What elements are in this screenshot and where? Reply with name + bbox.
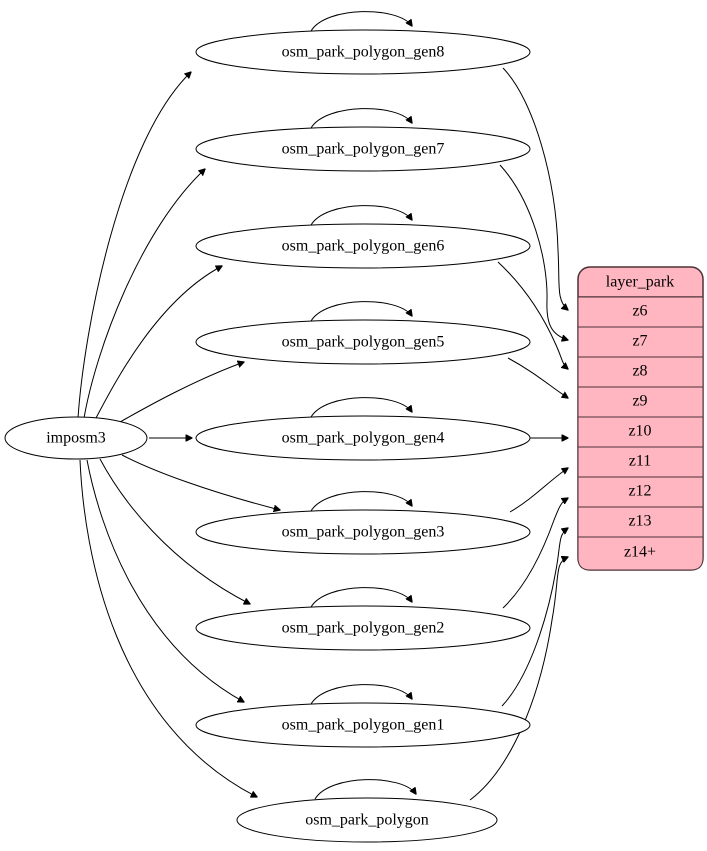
node-osm_park_polygon_gen5[interactable]: osm_park_polygon_gen5	[195, 301, 531, 365]
table-row-z13-label: z13	[628, 513, 651, 530]
edge-imposm3-to-osm-park-polygon	[79, 459, 257, 797]
table-row-z14plus-cell[interactable]	[577, 536, 704, 571]
self-loop-osm_park_polygon	[314, 779, 416, 800]
table-row-z9-cell[interactable]	[577, 386, 704, 418]
edge-imposm3-to-gen3	[121, 454, 280, 510]
label-osm_park_polygon_gen3: osm_park_polygon_gen3	[282, 524, 445, 541]
table-header-label: layer_park	[606, 274, 674, 291]
edge-imposm3-to-gen2	[99, 458, 250, 604]
edges-to-layer-park	[469, 67, 568, 801]
table-row-z6-label: z6	[632, 303, 647, 320]
table-row-z7-label: z7	[632, 333, 647, 350]
ellipse-osm_park_polygon[interactable]	[236, 797, 498, 843]
table-row-z13[interactable]: z13	[577, 506, 704, 538]
table-row-z10[interactable]: z10	[577, 416, 704, 448]
table-row-z6-cell[interactable]	[577, 296, 704, 328]
node-osm_park_polygon[interactable]: osm_park_polygon	[236, 779, 498, 843]
node-osm_park_polygon_gen6[interactable]: osm_park_polygon_gen6	[195, 205, 531, 269]
self-loop-gen8	[310, 11, 412, 32]
edge-gen8-to-z6	[502, 67, 568, 310]
table-row-z13-cell[interactable]	[577, 506, 704, 538]
label-osm_park_polygon_gen7: osm_park_polygon_gen7	[282, 141, 445, 158]
edges-from-imposm3	[77, 72, 280, 797]
self-loop-gen6	[310, 205, 412, 226]
edge-gen3-to-z11	[509, 468, 568, 513]
table-row-z14plus-label: z14+	[624, 544, 656, 561]
self-loop-gen2	[310, 587, 412, 608]
edge-gen1-to-z13	[501, 528, 568, 707]
ellipse-osm_park_polygon_gen2[interactable]	[195, 605, 531, 651]
node-osm_park_polygon_gen1[interactable]: osm_park_polygon_gen1	[195, 684, 531, 748]
label-osm_park_polygon_gen5: osm_park_polygon_gen5	[282, 334, 445, 351]
node-osm_park_polygon_gen8[interactable]: osm_park_polygon_gen8	[195, 11, 531, 75]
ellipse-imposm3[interactable]	[4, 416, 148, 460]
self-loop-gen4	[310, 397, 412, 418]
node-imposm3[interactable]: imposm3	[4, 416, 148, 460]
ellipse-osm_park_polygon_gen1[interactable]	[195, 702, 531, 748]
table-row-z7[interactable]: z7	[577, 326, 704, 358]
table-row-z11-cell[interactable]	[577, 446, 704, 478]
table-row-z9[interactable]: z9	[577, 386, 704, 418]
table-row-z12-label: z12	[628, 483, 651, 500]
label-osm_park_polygon_gen1: osm_park_polygon_gen1	[282, 717, 445, 734]
table-row-z8[interactable]: z8	[577, 356, 704, 388]
edge-gen2-to-z12	[502, 498, 568, 609]
edge-gen7-to-z7	[499, 164, 568, 340]
label-osm_park_polygon_gen6: osm_park_polygon_gen6	[282, 238, 445, 255]
self-loop-gen3	[310, 491, 412, 512]
table-row-z11-label: z11	[629, 453, 652, 470]
edge-imposm3-to-gen8	[77, 72, 191, 419]
table-row-z6[interactable]: z6	[577, 296, 704, 328]
node-osm_park_polygon_gen2[interactable]: osm_park_polygon_gen2	[195, 587, 531, 651]
table-row-z14plus[interactable]: z14+	[577, 536, 704, 571]
label-osm_park_polygon_gen4: osm_park_polygon_gen4	[282, 430, 445, 447]
ellipse-osm_park_polygon_gen5[interactable]	[195, 319, 531, 365]
table-row-z12[interactable]: z12	[577, 476, 704, 508]
table-row-z11[interactable]: z11	[577, 446, 704, 478]
ellipse-osm_park_polygon_gen6[interactable]	[195, 223, 531, 269]
node-osm_park_polygon_gen4[interactable]: osm_park_polygon_gen4	[195, 397, 531, 461]
label-imposm3: imposm3	[46, 430, 106, 447]
ellipse-osm_park_polygon_gen8[interactable]	[195, 29, 531, 75]
edge-osm-park-polygon-to-z14	[469, 557, 568, 801]
node-osm_park_polygon_gen7[interactable]: osm_park_polygon_gen7	[195, 108, 531, 172]
table-row-z8-label: z8	[632, 363, 647, 380]
label-osm_park_polygon_gen2: osm_park_polygon_gen2	[282, 620, 445, 637]
self-loop-gen7	[310, 108, 412, 129]
table-row-z8-cell[interactable]	[577, 356, 704, 388]
ellipse-osm_park_polygon_gen3[interactable]	[195, 509, 531, 555]
label-osm_park_polygon: osm_park_polygon	[305, 812, 429, 829]
self-loop-gen1	[310, 684, 412, 705]
edge-imposm3-to-gen7	[83, 169, 205, 419]
edge-imposm3-to-gen6	[95, 266, 222, 419]
node-osm_park_polygon_gen3[interactable]: osm_park_polygon_gen3	[195, 491, 531, 555]
edge-imposm3-to-gen1	[86, 459, 244, 702]
edge-imposm3-to-gen5	[119, 362, 244, 423]
self-loop-gen5	[310, 301, 412, 322]
edge-gen6-to-z8	[497, 261, 568, 369]
table-layer_park[interactable]: layer_park z6 z7 z8 z9	[577, 266, 704, 571]
edge-gen5-to-z9	[507, 357, 568, 398]
ellipse-osm_park_polygon_gen4[interactable]	[195, 415, 531, 461]
table-row-z9-label: z9	[632, 393, 647, 410]
label-osm_park_polygon_gen8: osm_park_polygon_gen8	[282, 44, 445, 61]
ellipse-osm_park_polygon_gen7[interactable]	[195, 126, 531, 172]
table-row-z10-cell[interactable]	[577, 416, 704, 448]
table-row-z12-cell[interactable]	[577, 476, 704, 508]
table-row-z10-label: z10	[628, 423, 651, 440]
